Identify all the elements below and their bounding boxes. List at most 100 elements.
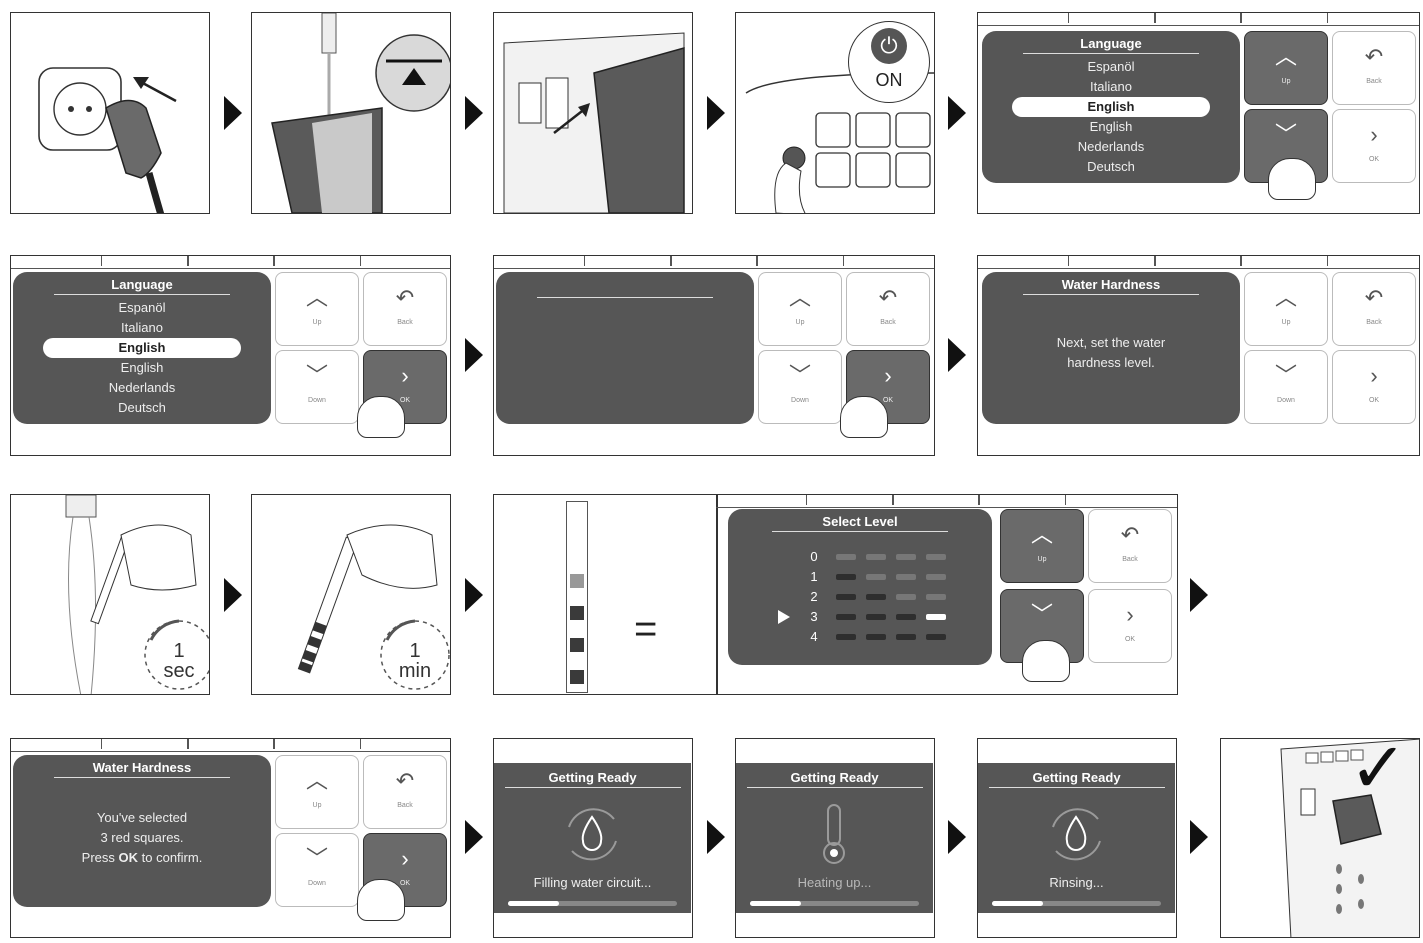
- water-hardness-confirm-screen: Water Hardness You've selected 3 red squ…: [13, 755, 271, 907]
- language-option[interactable]: Espanöl: [118, 300, 166, 315]
- wait-time-unit: min: [398, 660, 432, 682]
- screen-title: Select Level: [822, 514, 898, 529]
- down-button[interactable]: ﹀Down: [275, 350, 359, 424]
- step-language-down-panel: Language Espanöl Italiano English Englis…: [977, 12, 1420, 214]
- ok-button[interactable]: ›OK: [1088, 589, 1172, 663]
- language-option[interactable]: Italiano: [121, 320, 163, 335]
- back-button[interactable]: ↶Back: [363, 755, 447, 829]
- tab-strip: [978, 256, 1419, 269]
- level-square: [866, 614, 886, 620]
- chevron-right-icon: ›: [1126, 602, 1134, 627]
- level-square: [836, 554, 856, 560]
- step-water-hardness-intro-panel: Water Hardness Next, set the water hardn…: [977, 255, 1420, 456]
- power-icon: ⏻: [871, 28, 907, 64]
- up-button[interactable]: ︿Up: [275, 755, 359, 829]
- language-option[interactable]: Nederlands: [108, 380, 176, 395]
- up-button[interactable]: ︿Up: [1000, 509, 1084, 583]
- level-square: [866, 554, 886, 560]
- up-button[interactable]: ︿Up: [275, 272, 359, 346]
- water-drop-cycle-icon: [568, 808, 617, 861]
- chevron-up-icon: ︿: [305, 285, 328, 310]
- language-option[interactable]: English: [120, 360, 164, 375]
- progress-bar: [750, 901, 919, 906]
- blank-screen: [496, 272, 754, 424]
- language-option[interactable]: Espanöl: [1087, 59, 1135, 74]
- step-arrow: [465, 578, 483, 612]
- language-option-selected[interactable]: English: [43, 338, 241, 358]
- title-divider: [988, 787, 1165, 788]
- finger-pressing: [357, 879, 405, 921]
- chevron-right-icon: ›: [401, 846, 409, 871]
- finger-pressing: [357, 396, 405, 438]
- level-square: [836, 574, 856, 580]
- up-button[interactable]: ︿Up: [1244, 31, 1328, 105]
- title-divider: [1023, 294, 1199, 295]
- language-option[interactable]: Deutsch: [1087, 159, 1135, 174]
- strip-square: [570, 670, 584, 684]
- step-arrow: [224, 578, 242, 612]
- getting-ready-screen: Getting Ready Rinsing...: [978, 763, 1175, 913]
- step-arrow: [707, 820, 725, 854]
- tab-strip: [716, 495, 1177, 508]
- screen-title: Water Hardness: [1061, 277, 1161, 292]
- panel-divider: [716, 495, 718, 694]
- screen-title: Language: [1080, 36, 1142, 51]
- strip-square: [570, 606, 584, 620]
- language-option[interactable]: Nederlands: [1077, 139, 1145, 154]
- step-insert-tank-panel: [493, 12, 693, 214]
- back-button[interactable]: ↶Back: [1332, 272, 1416, 346]
- level-square: [926, 594, 946, 600]
- ok-button[interactable]: ›OK: [1332, 350, 1416, 424]
- level-square: [866, 634, 886, 640]
- chevron-right-icon: ›: [884, 363, 892, 388]
- language-option[interactable]: English: [1089, 119, 1133, 134]
- tab-strip: [11, 256, 450, 269]
- level-square: [896, 574, 916, 580]
- down-button[interactable]: ﹀Down: [275, 833, 359, 907]
- down-button[interactable]: ﹀Down: [758, 350, 842, 424]
- message-line: You've selected: [96, 810, 188, 825]
- chevron-down-icon: ﹀: [1274, 363, 1297, 388]
- wait-test-strip-illustration: [297, 524, 450, 690]
- chevron-up-icon: ︿: [1274, 285, 1297, 310]
- level-number: 1: [810, 569, 817, 584]
- checkmark-icon: ✓: [1349, 738, 1408, 809]
- back-button[interactable]: ↶Back: [846, 272, 930, 346]
- power-on-badge: ⏻ ON: [848, 21, 930, 103]
- chevron-right-icon: ›: [401, 363, 409, 388]
- back-button[interactable]: ↶Back: [1088, 509, 1172, 583]
- step-rinsing-panel: Getting Ready Rinsing...: [977, 738, 1177, 938]
- up-button[interactable]: ︿Up: [1244, 272, 1328, 346]
- chevron-up-icon: ︿: [1274, 44, 1297, 69]
- step-arrow: [224, 96, 242, 130]
- language-option[interactable]: Italiano: [1090, 79, 1132, 94]
- back-arrow-icon: ↶: [1120, 522, 1140, 547]
- test-strip-result: [566, 501, 588, 693]
- chevron-right-icon: ›: [1370, 363, 1378, 388]
- getting-ready-screen: Getting Ready Filling water circuit...: [494, 763, 691, 913]
- getting-ready-screen: Getting Ready Heating up...: [736, 763, 933, 913]
- language-option-selected[interactable]: English: [1012, 97, 1210, 117]
- confirm-text: to confirm.: [141, 850, 203, 865]
- chevron-up-icon: ︿: [305, 768, 328, 793]
- down-button[interactable]: ﹀Down: [1244, 350, 1328, 424]
- progress-bar: [508, 901, 677, 906]
- title-divider: [537, 297, 713, 298]
- progress-bar: [992, 901, 1161, 906]
- back-button[interactable]: ↶Back: [363, 272, 447, 346]
- ok-text: OK: [118, 850, 139, 865]
- up-button[interactable]: ︿Up: [758, 272, 842, 346]
- language-screen: Language Espanöl Italiano English Englis…: [13, 272, 271, 424]
- language-option[interactable]: Deutsch: [118, 400, 166, 415]
- level-square: [866, 574, 886, 580]
- plug-into-socket-illustration: [38, 67, 177, 213]
- power-on-label: ON: [875, 70, 903, 90]
- screen-title: Language: [111, 277, 173, 292]
- ok-button[interactable]: ›OK: [1332, 109, 1416, 183]
- step-arrow: [948, 338, 966, 372]
- screen-title: Getting Ready: [790, 770, 879, 785]
- chevron-right-icon: ›: [1370, 122, 1378, 147]
- step-heating-panel: Getting Ready Heating up...: [735, 738, 935, 938]
- level-square: [836, 614, 856, 620]
- back-button[interactable]: ↶Back: [1332, 31, 1416, 105]
